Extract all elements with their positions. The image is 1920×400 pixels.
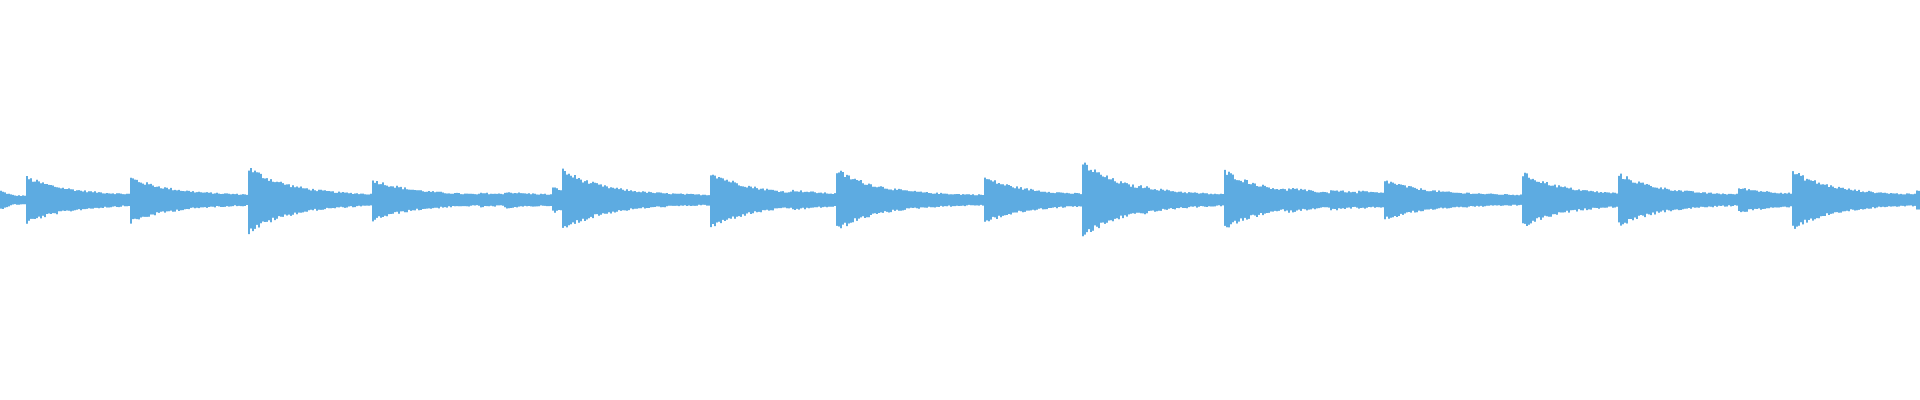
waveform-shape — [0, 162, 1920, 237]
